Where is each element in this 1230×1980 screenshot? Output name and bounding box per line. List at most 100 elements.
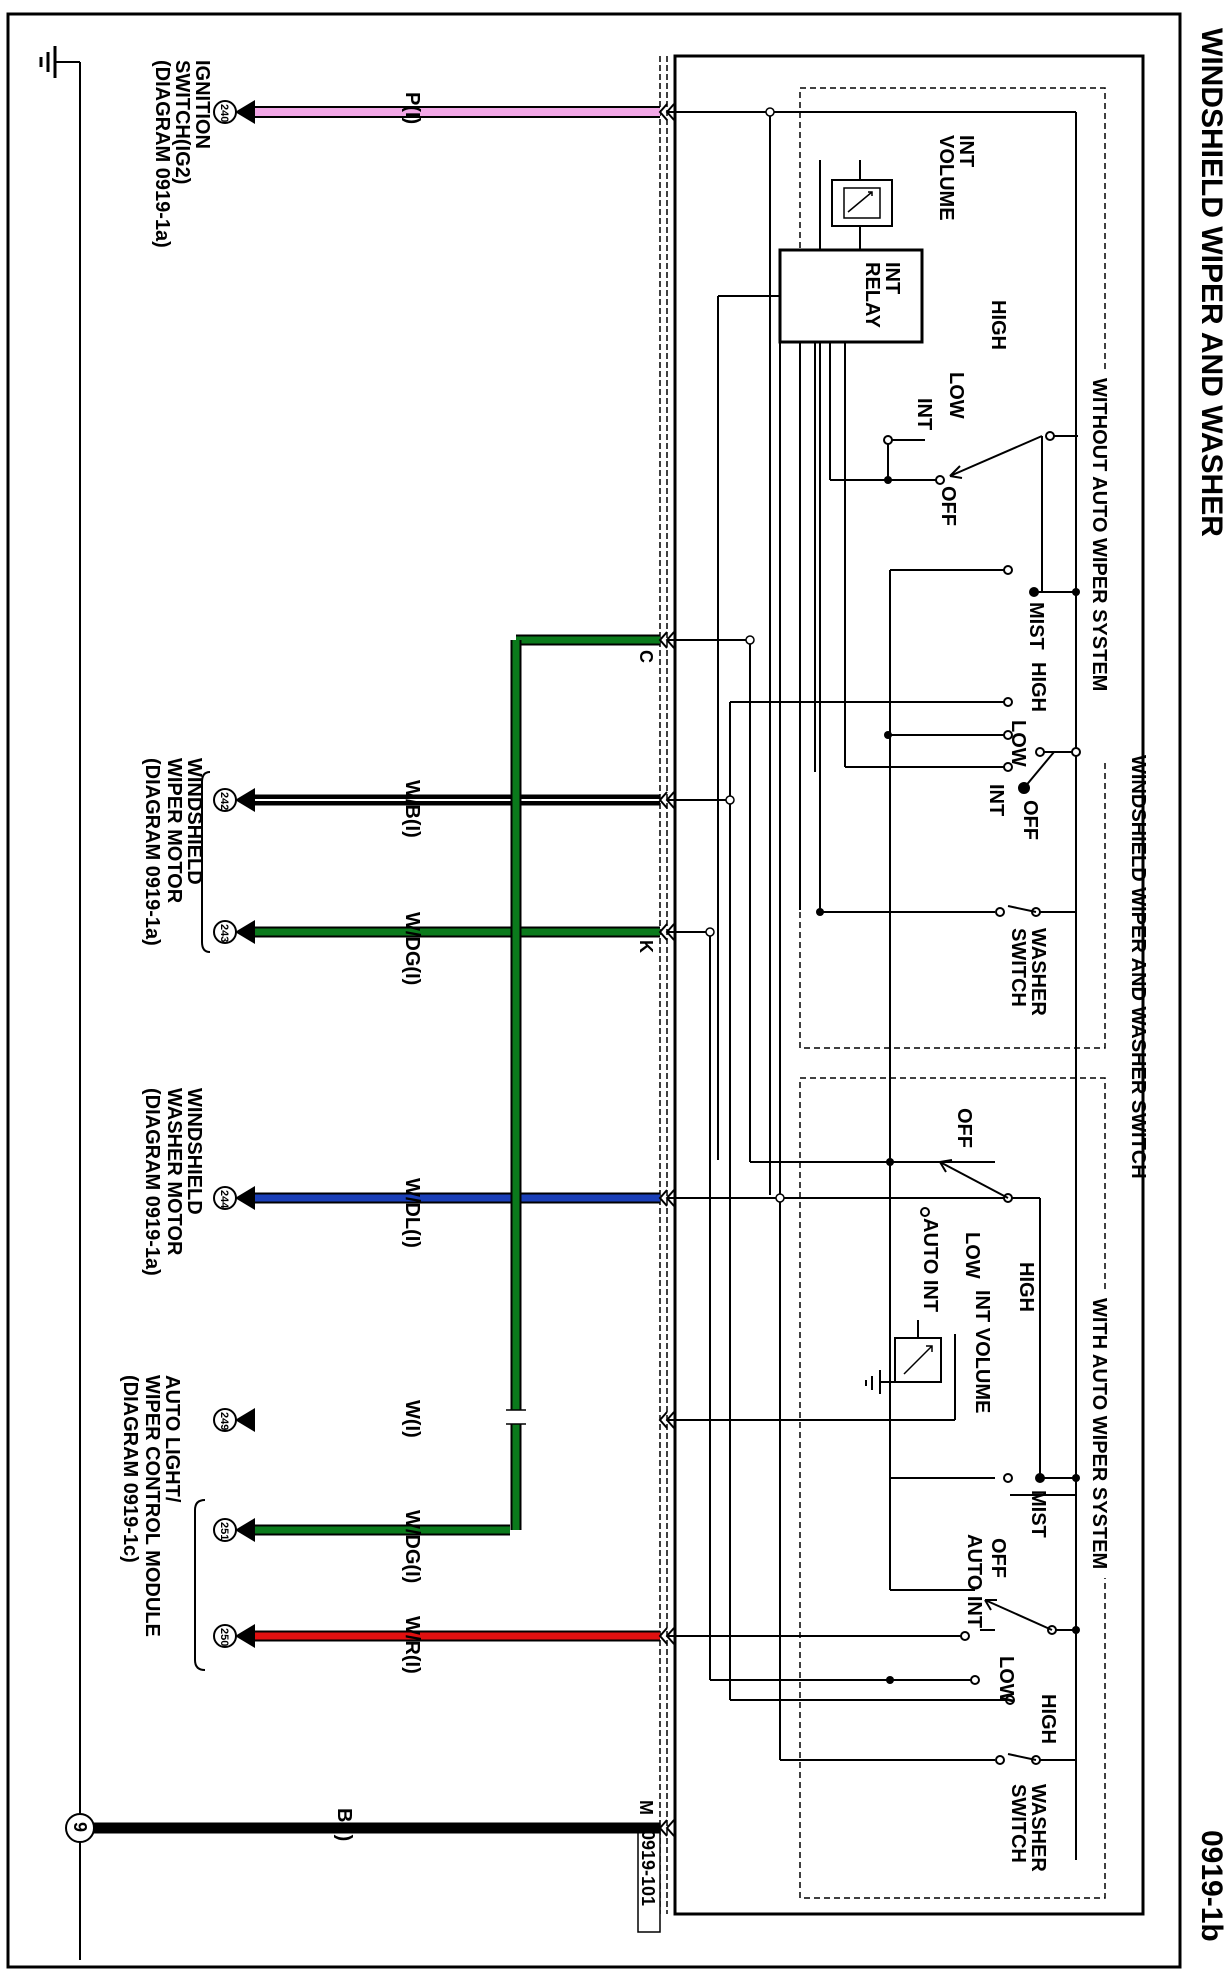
svg-text:MIST: MIST — [1027, 1490, 1049, 1538]
wire-label: P(I) — [401, 92, 423, 124]
pin-c: C — [636, 650, 656, 663]
svg-text:INT: INT — [985, 784, 1007, 816]
svg-text:AUTO INT: AUTO INT — [963, 1534, 985, 1628]
svg-text:LOW: LOW — [995, 1656, 1017, 1703]
svg-text:WASHER MOTOR: WASHER MOTOR — [163, 1088, 185, 1256]
svg-text:WIPER MOTOR: WIPER MOTOR — [163, 758, 185, 904]
connector-terminals: 240 242 243 244 249 251 250 — [213, 100, 255, 1648]
switch-name: WINDSHIELD WIPER AND WASHER SWITCH — [1127, 755, 1149, 1179]
svg-text:WASHER: WASHER — [1027, 1784, 1049, 1872]
svg-text:AUTO LIGHT/: AUTO LIGHT/ — [161, 1375, 183, 1503]
svg-text:HIGH: HIGH — [987, 300, 1009, 350]
connector-terminal-number: 249 — [218, 1412, 230, 1430]
svg-text:OFF: OFF — [987, 1538, 1009, 1578]
pin-m: M — [636, 1800, 656, 1815]
wire-label: W/DL(I) — [401, 1178, 423, 1248]
svg-text:OFF: OFF — [953, 1108, 975, 1148]
connector-terminal-arrow — [235, 788, 255, 812]
internal-wiring — [667, 111, 1078, 1860]
int-volume-label-1: INT — [955, 135, 977, 167]
connector-terminal — [213, 1408, 237, 1432]
svg-text:AUTO INT: AUTO INT — [919, 1218, 941, 1312]
connector-terminal — [213, 1518, 237, 1542]
svg-text:MIST: MIST — [1025, 602, 1047, 650]
svg-text:INT: INT — [913, 398, 935, 430]
dest-washer-motor: WINDSHIELD WASHER MOTOR (DIAGRAM 0919-1a… — [141, 1088, 205, 1276]
ground-connector-label: 9 — [70, 1822, 90, 1832]
int-relay-label-2: RELAY — [861, 262, 883, 329]
ground-symbol-icon — [39, 46, 57, 78]
connector-terminal-arrow — [235, 1186, 255, 1210]
connector-terminal-number: 251 — [218, 1522, 230, 1540]
svg-text:WINDSHIELD: WINDSHIELD — [183, 1088, 205, 1215]
connector-terminal-arrow — [235, 920, 255, 944]
with-auto-group — [799, 1077, 1106, 1899]
ground-connector-9 — [65, 1813, 95, 1843]
wire-label: W/DG(I) — [401, 1510, 423, 1583]
int-relay — [778, 248, 924, 344]
svg-text:(DIAGRAM 0919-1a): (DIAGRAM 0919-1a) — [151, 60, 173, 248]
connector-terminal-arrow — [235, 1408, 255, 1432]
svg-text:LOW: LOW — [945, 372, 967, 419]
external-wires — [92, 106, 660, 1834]
connector-terminal — [213, 920, 237, 944]
wire-label: B(I) — [333, 1808, 355, 1841]
svg-text:OFF: OFF — [1019, 800, 1041, 840]
svg-text:WASHER: WASHER — [1027, 928, 1049, 1016]
svg-text:(DIAGRAM 0919-1c): (DIAGRAM 0919-1c) — [119, 1375, 141, 1563]
svg-text:HIGH: HIGH — [1015, 1262, 1037, 1312]
svg-text:WIPER CONTROL MODULE: WIPER CONTROL MODULE — [141, 1375, 163, 1637]
ground-symbol-icon — [865, 1370, 881, 1394]
svg-text:LOW: LOW — [961, 1232, 983, 1279]
wire-labels: P(I) W/B(I) W/DG(I) W/DL(I) W(I) W/DG(I) W/R(I… — [333, 92, 423, 1841]
with-auto-label: WITH AUTO WIPER SYSTEM — [1088, 1298, 1110, 1569]
wire-label: W/R(I) — [401, 1616, 423, 1674]
connector-terminal — [213, 1624, 237, 1648]
svg-text:OFF: OFF — [937, 486, 959, 526]
svg-text:WINDSHIELD: WINDSHIELD — [183, 758, 205, 885]
junction-dots — [816, 476, 1080, 1684]
pin-k: K — [636, 940, 656, 953]
page-code: 0919-1b — [1195, 1830, 1228, 1942]
connector-code: 0919-101 — [638, 1830, 658, 1906]
svg-text:SWITCH(IG2): SWITCH(IG2) — [171, 60, 193, 184]
wire-label: W(I) — [401, 1400, 423, 1438]
connector-terminal-arrow — [235, 1518, 255, 1542]
switch-levers — [939, 435, 1055, 1761]
diagram-title: WINDSHIELD WIPER AND WASHER — [1195, 28, 1228, 537]
dest-ignition: IGNITION SWITCH(IG2) (DIAGRAM 0919-1a) — [151, 60, 213, 248]
svg-text:HIGH: HIGH — [1037, 1694, 1059, 1744]
dest-auto-module: AUTO LIGHT/ WIPER CONTROL MODULE (DIAGRA… — [119, 1375, 206, 1671]
connector-terminal-number: 243 — [218, 924, 230, 942]
connector-terminal-number: 240 — [218, 104, 230, 122]
position-labels: HIGH LOW INT OFF MIST HIGH LOW INT OFF W… — [913, 300, 1059, 1872]
connector-terminal-number: 250 — [218, 1628, 230, 1646]
connector-terminal — [213, 1186, 237, 1210]
connector-chevrons — [658, 103, 675, 1837]
switch-housing — [673, 54, 1145, 1916]
svg-text:(DIAGRAM 0919-1a): (DIAGRAM 0919-1a) — [141, 1088, 163, 1276]
connector-terminal — [213, 100, 237, 124]
svg-text:SWITCH: SWITCH — [1007, 928, 1029, 1007]
svg-text:HIGH: HIGH — [1027, 662, 1049, 712]
svg-text:IGNITION: IGNITION — [191, 60, 213, 149]
connector-terminal-number: 244 — [218, 1190, 230, 1209]
dest-wiper-motor: WINDSHIELD WIPER MOTOR (DIAGRAM 0919-1a) — [141, 758, 211, 953]
svg-text:(DIAGRAM 0919-1a): (DIAGRAM 0919-1a) — [141, 758, 163, 946]
int-relay-label-1: INT — [881, 262, 903, 294]
connector-terminal-number: 242 — [218, 792, 230, 810]
svg-text:SWITCH: SWITCH — [1007, 1784, 1029, 1863]
without-auto-label: WITHOUT AUTO WIPER SYSTEM — [1088, 378, 1110, 691]
connector-terminal — [213, 788, 237, 812]
page-frame — [6, 12, 1182, 1969]
wire-label: W/B(I) — [401, 780, 423, 838]
junction-open-dots — [705, 107, 785, 1203]
int-volume-auto-label: INT VOLUME — [971, 1290, 993, 1413]
int-volume-label-2: VOLUME — [935, 135, 957, 221]
connector-terminal-arrow — [235, 100, 255, 124]
wire-label: W/DG(I) — [401, 912, 423, 985]
int-volume-resistor — [831, 179, 893, 227]
connector-terminal-arrow — [235, 1624, 255, 1648]
svg-text:LOW: LOW — [1007, 720, 1029, 767]
